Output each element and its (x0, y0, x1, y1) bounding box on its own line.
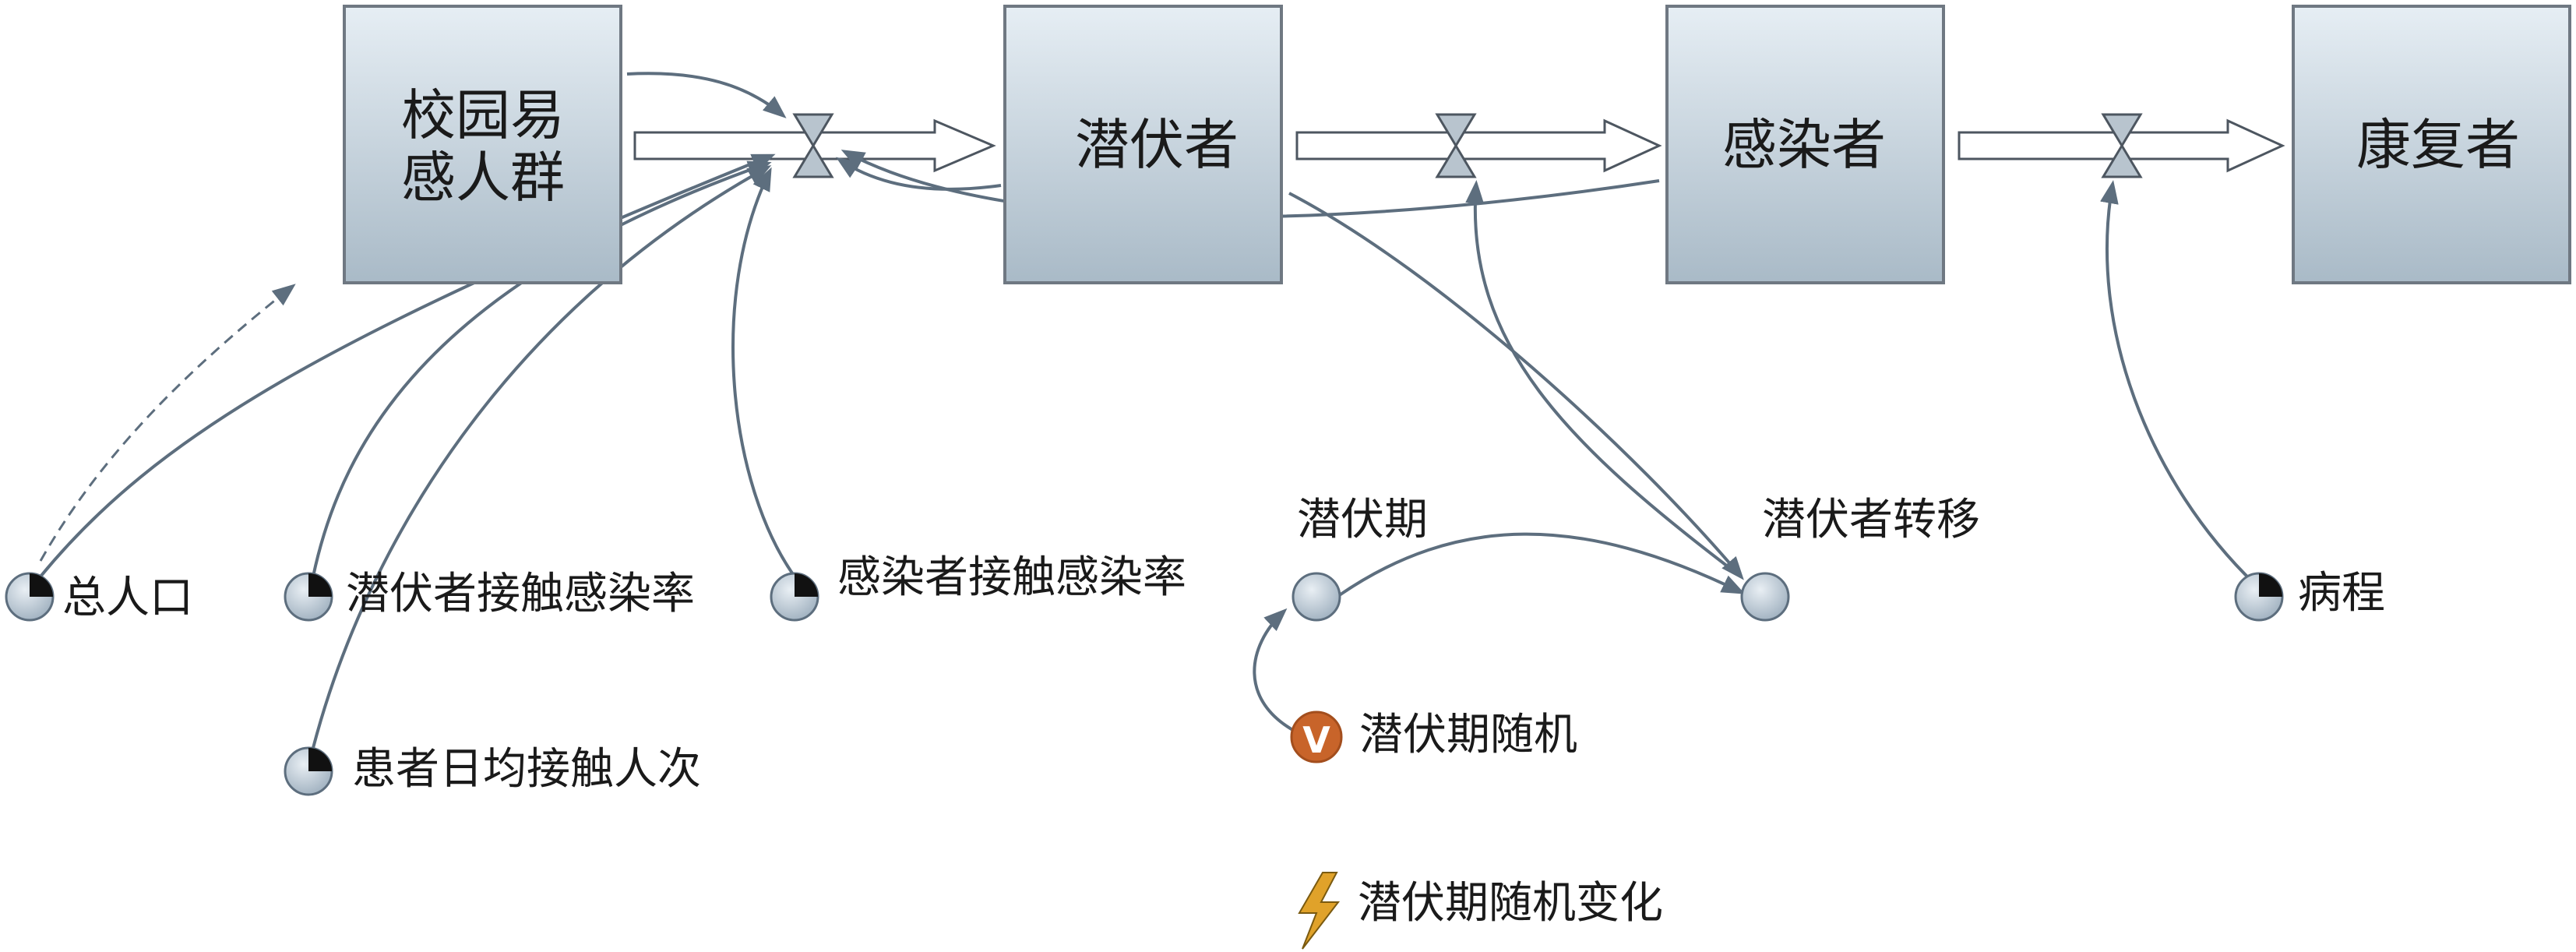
variable-latent-transfer[interactable]: 潜伏者转移 (1740, 495, 1980, 622)
link-latent-rate-to-valve (312, 160, 772, 577)
link-total-to-susceptible (39, 284, 296, 562)
stock-susceptible[interactable]: 校园易 感人群 (343, 5, 622, 284)
link-daily-contacts-to-valve (312, 165, 772, 749)
parameter-label: 潜伏者接触感染率 (346, 569, 695, 619)
variable-icon (1740, 572, 1790, 622)
parameter-icon (284, 746, 333, 796)
stock-label: 感人群 (401, 146, 565, 210)
stock-label: 潜伏者 (1075, 113, 1239, 177)
link-latent-to-transfer (1288, 192, 1744, 580)
lightning-icon (1298, 872, 1341, 950)
parameter-label: 感染者接触感染率 (837, 552, 1186, 603)
parameter-label: 总人口 (62, 573, 193, 623)
stock-label: 康复者 (2356, 113, 2520, 177)
variable-badge-icon: V (1290, 710, 1343, 763)
variable-latent-period-random[interactable]: V 潜伏期随机 (1290, 710, 1577, 763)
link-random-to-period (1253, 608, 1298, 734)
stock-latent[interactable]: 潜伏者 (1003, 5, 1283, 284)
link-infected-rate-to-valve (731, 167, 796, 578)
variable-latent-period[interactable]: 潜伏期 (1292, 495, 1428, 622)
parameter-label: 患者日均接触人次 (352, 744, 701, 795)
link-course-to-valve (2100, 180, 2257, 586)
parameter-icon (770, 572, 819, 622)
flow-infection[interactable] (633, 113, 996, 178)
link-susceptible-to-valve (626, 72, 787, 118)
parameter-total-population[interactable]: 总人口 (5, 572, 193, 623)
svg-text:V: V (1302, 719, 1330, 761)
valve-icon (1435, 113, 1477, 178)
variable-label: 潜伏者转移 (1762, 495, 1980, 545)
parameter-daily-contacts[interactable]: 患者日均接触人次 (284, 744, 701, 796)
parameter-infected-contact-rate[interactable]: 感染者接触感染率 (770, 552, 1186, 622)
stock-recovered[interactable]: 康复者 (2292, 5, 2571, 284)
flow-recovery[interactable] (1958, 113, 2285, 178)
parameter-latent-contact-rate[interactable]: 潜伏者接触感染率 (284, 569, 695, 622)
parameter-disease-course[interactable]: 病程 (2234, 568, 2385, 622)
stock-label: 校园易 (401, 83, 565, 147)
event-label: 潜伏期随机变化 (1358, 878, 1663, 929)
event-latent-period-random-change[interactable]: 潜伏期随机变化 (1298, 872, 1663, 950)
valve-icon (2101, 113, 2143, 178)
link-period-to-transfer (1337, 532, 1746, 598)
flow-onset[interactable] (1295, 113, 1662, 178)
valve-icon (792, 113, 834, 178)
stock-infected[interactable]: 感染者 (1665, 5, 1945, 284)
parameter-label: 病程 (2298, 568, 2385, 619)
parameter-icon (5, 572, 55, 622)
parameter-icon (284, 572, 333, 622)
link-latent-to-valve (836, 157, 1002, 191)
stock-label: 感染者 (1722, 113, 1886, 177)
parameter-icon (2234, 572, 2284, 622)
link-transfer-to-valve (1465, 180, 1743, 578)
variable-label: 潜伏期随机 (1359, 710, 1577, 760)
variable-label: 潜伏期 (1297, 495, 1428, 545)
variable-icon (1292, 572, 1341, 622)
